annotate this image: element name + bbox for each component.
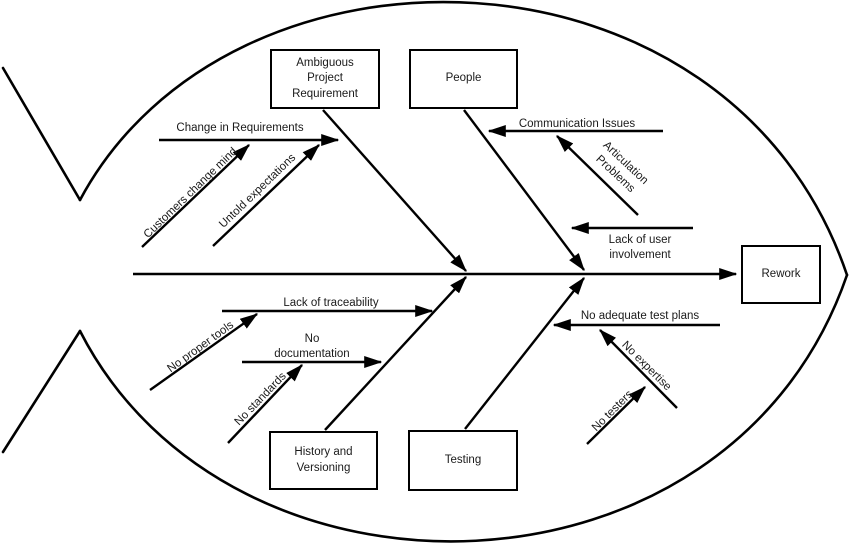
cause-label-lack-of-user-involvement: Lack of user involvement: [608, 234, 672, 261]
fish-tail-top-line: [1, 66, 82, 202]
fish-body-top-arc: [78, 0, 849, 277]
bone-people: [463, 109, 585, 271]
fish-tail-bottom-line: [1, 329, 82, 454]
cause-label-no-documentation: No documentation: [274, 333, 350, 360]
category-label: History and Versioning: [294, 445, 353, 474]
category-bones: [322, 109, 585, 431]
effect-label: Rework: [761, 267, 801, 280]
arrow-no-expertise: [599, 329, 678, 409]
cause-label-lack-of-traceability: Lack of traceability: [283, 297, 379, 309]
cause-arrows: [141, 125, 720, 445]
category-box-history-and-versioning: History and Versioning: [269, 431, 378, 490]
bone-testing: [464, 277, 585, 430]
category-box-testing: Testing: [408, 430, 518, 491]
bone-ambiguous: [322, 109, 467, 272]
category-box-ambiguous-project-requirement: Ambiguous Project Requirement: [270, 49, 380, 109]
cause-label-change-in-requirements: Change in Requirements: [176, 122, 304, 134]
arrow-no-standards: [227, 364, 303, 444]
category-box-people: People: [409, 49, 518, 109]
arrow-no-proper-tools: [149, 313, 258, 391]
arrow-articulation-problems: [556, 135, 639, 216]
category-label: Ambiguous Project Requirement: [292, 56, 358, 100]
arrow-customers-change-mind: [141, 144, 250, 248]
category-label: Testing: [444, 453, 482, 466]
arrow-no-testers: [586, 386, 646, 445]
category-label: People: [445, 72, 482, 85]
bone-history: [324, 276, 467, 431]
cause-label-no-adequate-test-plans: No adequate test plans: [580, 310, 700, 322]
cause-label-communication-issues: Communication Issues: [518, 118, 636, 130]
arrow-untold-expectations: [212, 144, 320, 247]
fish-body-bottom-arc: [78, 273, 849, 543]
effect-box-rework: Rework: [741, 245, 821, 304]
